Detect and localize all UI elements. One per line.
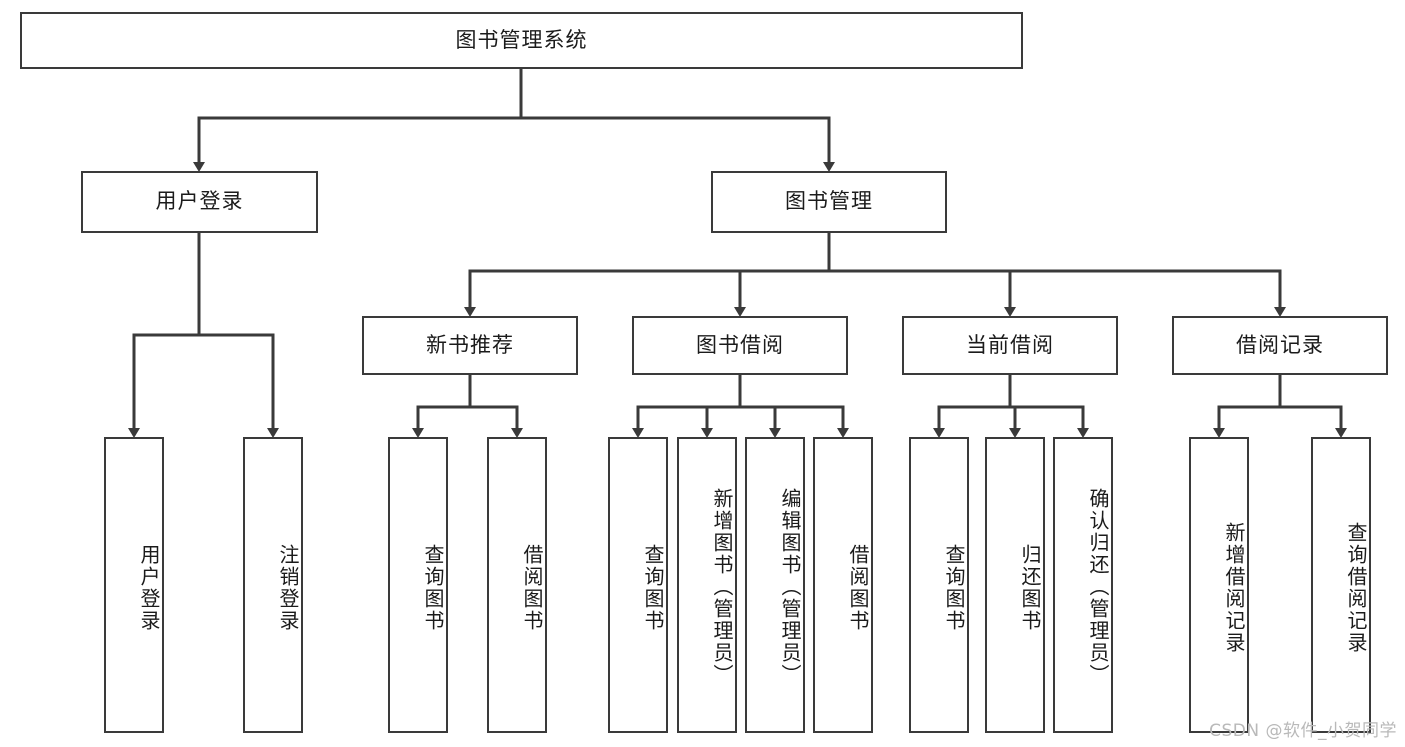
- node-current-borrow[interactable]: 当前借阅: [902, 316, 1118, 375]
- node-leaf-logout-label: 注销登录: [276, 544, 300, 632]
- node-leaf-query-record-label: 查询借阅记录: [1344, 522, 1368, 654]
- node-leaf-confirm-return-label: 确认归还（管理员）: [1086, 488, 1110, 686]
- node-leaf-return-book[interactable]: 归还图书: [985, 437, 1045, 733]
- node-root[interactable]: 图书管理系统: [20, 12, 1023, 69]
- node-leaf-query-book-label: 查询图书: [641, 544, 665, 632]
- node-leaf-query-record[interactable]: 查询借阅记录: [1311, 437, 1371, 733]
- node-book-borrow[interactable]: 图书借阅: [632, 316, 848, 375]
- node-new-book-rec-label: 新书推荐: [426, 332, 514, 357]
- node-leaf-borrow-book-rec[interactable]: 借阅图书: [487, 437, 547, 733]
- node-new-book-rec[interactable]: 新书推荐: [362, 316, 578, 375]
- node-user-login-label: 用户登录: [155, 189, 244, 214]
- node-leaf-user-login-label: 用户登录: [137, 544, 161, 632]
- node-leaf-add-book-label: 新增图书（管理员）: [710, 488, 734, 686]
- node-book-manage-label: 图书管理: [785, 189, 873, 214]
- node-current-borrow-label: 当前借阅: [966, 332, 1054, 357]
- node-leaf-edit-book-label: 编辑图书（管理员）: [778, 488, 802, 686]
- node-leaf-query-book-rec-label: 查询图书: [421, 544, 445, 632]
- node-leaf-borrow-book-label: 借阅图书: [846, 544, 870, 632]
- node-leaf-query-book-cur-label: 查询图书: [942, 544, 966, 632]
- node-leaf-query-book-rec[interactable]: 查询图书: [388, 437, 448, 733]
- node-user-login[interactable]: 用户登录: [81, 171, 318, 233]
- node-leaf-borrow-book-rec-label: 借阅图书: [520, 544, 544, 632]
- node-leaf-add-record[interactable]: 新增借阅记录: [1189, 437, 1249, 733]
- csdn-watermark: CSDN @软件_小贺同学: [1209, 721, 1397, 741]
- node-leaf-borrow-book[interactable]: 借阅图书: [813, 437, 873, 733]
- node-leaf-query-book-cur[interactable]: 查询图书: [909, 437, 969, 733]
- node-book-borrow-label: 图书借阅: [696, 332, 784, 357]
- node-leaf-user-login[interactable]: 用户登录: [104, 437, 164, 733]
- node-root-label: 图书管理系统: [455, 27, 588, 52]
- node-leaf-logout[interactable]: 注销登录: [243, 437, 303, 733]
- node-leaf-confirm-return[interactable]: 确认归还（管理员）: [1053, 437, 1113, 733]
- node-leaf-query-book[interactable]: 查询图书: [608, 437, 668, 733]
- node-borrow-record[interactable]: 借阅记录: [1172, 316, 1388, 375]
- node-leaf-edit-book[interactable]: 编辑图书（管理员）: [745, 437, 805, 733]
- node-leaf-add-record-label: 新增借阅记录: [1222, 522, 1246, 654]
- node-book-manage[interactable]: 图书管理: [711, 171, 947, 233]
- node-leaf-return-book-label: 归还图书: [1018, 544, 1042, 632]
- node-leaf-add-book[interactable]: 新增图书（管理员）: [677, 437, 737, 733]
- node-borrow-record-label: 借阅记录: [1236, 332, 1324, 357]
